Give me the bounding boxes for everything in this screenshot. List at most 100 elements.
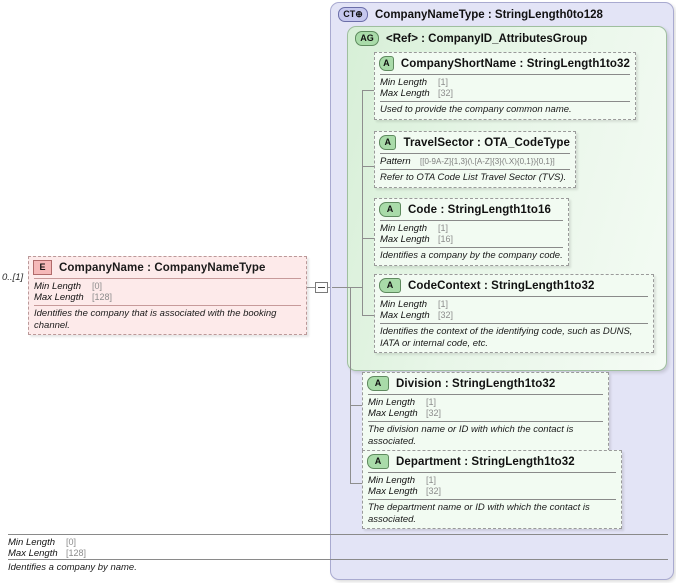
attribute-header: A Division : StringLength1to32	[363, 373, 608, 394]
facet-row: Max Length [32]	[368, 408, 603, 419]
element-icon: E	[33, 260, 52, 275]
attribute-title: CompanyShortName : StringLength1to32	[400, 57, 630, 70]
facet-value: [32]	[438, 310, 454, 320]
attribute-facets: Min Length [1] Max Length [32]	[368, 394, 603, 421]
facet-name: Min Length	[380, 299, 428, 310]
facet-row: Max Length [128]	[34, 292, 301, 303]
attribute-documentation: Refer to OTA Code List Travel Sector (TV…	[380, 169, 570, 187]
cardinality-label: 0..[1]	[2, 272, 24, 283]
complextype-facets: Min Length [0] Max Length [128]	[8, 534, 668, 559]
facet-row: Max Length [32]	[380, 88, 630, 99]
attribute-node-code[interactable]: A Code : StringLength1to16 Min Length [1…	[374, 198, 569, 266]
attribute-facets: Min Length [1] Max Length [32]	[368, 472, 616, 499]
complextype-header: CT⊕ CompanyNameType : StringLength0to128	[331, 3, 673, 24]
attribute-icon: A	[379, 56, 394, 71]
attribute-header: A Department : StringLength1to32	[363, 451, 621, 472]
attribute-icon: A	[367, 376, 389, 391]
attribute-documentation: Used to provide the company common name.	[380, 101, 630, 119]
facet-value: [16]	[438, 234, 454, 244]
tree-branch	[362, 315, 374, 316]
facet-value: [1]	[426, 475, 437, 485]
attribute-documentation: The division name or ID with which the c…	[368, 421, 603, 450]
facet-name: Max Length	[8, 548, 58, 559]
facet-row: Max Length [32]	[380, 310, 648, 321]
facet-row: Min Length [1]	[380, 299, 648, 310]
facet-name: Max Length	[380, 310, 430, 321]
attributegroup-header: AG <Ref> : CompanyID_AttributesGroup	[348, 27, 666, 48]
attribute-facets: Pattern [[0-9A-Z]{1,3}(\.[A-Z]{3}(\.X){0…	[380, 153, 570, 169]
element-facets: Min Length [0] Max Length [128]	[34, 278, 301, 305]
facet-value: [1]	[438, 77, 449, 87]
expand-collapse-toggle[interactable]	[315, 282, 328, 293]
attribute-header: A CodeContext : StringLength1to32	[375, 275, 653, 296]
attribute-documentation: The department name or ID with which the…	[368, 499, 616, 528]
tree-branch	[362, 166, 374, 167]
connector-line	[307, 287, 315, 288]
attribute-node-companyshortname[interactable]: A CompanyShortName : StringLength1to32 M…	[374, 52, 636, 120]
facet-row: Min Length [0]	[8, 537, 668, 548]
element-title: CompanyName : CompanyNameType	[59, 261, 266, 274]
element-header: E CompanyName : CompanyNameType	[29, 257, 306, 278]
facet-value: [1]	[426, 397, 437, 407]
attribute-icon: A	[379, 278, 401, 293]
facet-value: [[0-9A-Z]{1,3}(\.[A-Z]{3}(\.X){0,1}){0,1…	[420, 157, 555, 166]
facet-value: [128]	[66, 548, 87, 558]
facet-row: Max Length [32]	[368, 486, 616, 497]
facet-name: Max Length	[380, 88, 430, 99]
element-node-companyname[interactable]: E CompanyName : CompanyNameType Min Leng…	[28, 256, 307, 335]
facet-row: Min Length [1]	[368, 475, 616, 486]
attribute-icon: A	[367, 454, 389, 469]
facet-value: [0]	[66, 537, 77, 547]
facet-name: Max Length	[380, 234, 430, 245]
attribute-documentation: Identifies the context of the identifyin…	[380, 323, 648, 352]
facet-name: Min Length	[380, 223, 428, 234]
facet-name: Max Length	[34, 292, 84, 303]
complextype-footer: Min Length [0] Max Length [128] Identifi…	[8, 534, 668, 573]
element-documentation: Identifies the company that is associate…	[34, 305, 301, 334]
attribute-icon: A	[379, 202, 401, 217]
tree-branch	[332, 287, 350, 288]
attribute-title: CodeContext : StringLength1to32	[408, 279, 595, 292]
facet-value: [0]	[92, 281, 103, 291]
facet-value: [1]	[438, 299, 449, 309]
attribute-facets: Min Length [1] Max Length [32]	[380, 74, 630, 101]
attribute-facets: Min Length [1] Max Length [16]	[380, 220, 563, 247]
attribute-header: A Code : StringLength1to16	[375, 199, 568, 220]
attribute-title: Department : StringLength1to32	[396, 455, 575, 468]
attribute-node-codecontext[interactable]: A CodeContext : StringLength1to32 Min Le…	[374, 274, 654, 353]
attribute-header: A TravelSector : OTA_CodeType	[375, 132, 575, 153]
attribute-node-travelsector[interactable]: A TravelSector : OTA_CodeType Pattern [[…	[374, 131, 576, 188]
attribute-facets: Min Length [1] Max Length [32]	[380, 296, 648, 323]
facet-name: Min Length	[8, 537, 56, 548]
tree-branch	[362, 90, 374, 91]
facet-value: [128]	[92, 292, 113, 302]
facet-value: [32]	[438, 88, 454, 98]
attribute-icon: A	[379, 135, 397, 150]
facet-value: [32]	[426, 408, 442, 418]
facet-row: Min Length [1]	[368, 397, 603, 408]
attributegroup-title: <Ref> : CompanyID_AttributesGroup	[386, 32, 588, 45]
tree-branch	[350, 287, 362, 288]
attribute-header: A CompanyShortName : StringLength1to32	[375, 53, 635, 74]
facet-name: Max Length	[368, 408, 418, 419]
facet-row: Min Length [1]	[380, 77, 630, 88]
facet-name: Min Length	[368, 397, 416, 408]
attribute-title: TravelSector : OTA_CodeType	[403, 136, 570, 149]
facet-name: Min Length	[34, 281, 82, 292]
attribute-node-division[interactable]: A Division : StringLength1to32 Min Lengt…	[362, 372, 609, 451]
attributegroup-icon: AG	[355, 31, 379, 46]
tree-trunk	[350, 287, 351, 483]
facet-row: Min Length [1]	[380, 223, 563, 234]
attribute-title: Division : StringLength1to32	[396, 377, 556, 390]
attribute-title: Code : StringLength1to16	[408, 203, 551, 216]
facet-row: Pattern [[0-9A-Z]{1,3}(\.[A-Z]{3}(\.X){0…	[380, 156, 570, 167]
tree-branch	[362, 238, 374, 239]
facet-row: Max Length [16]	[380, 234, 563, 245]
complextype-icon: CT⊕	[338, 7, 368, 22]
attribute-node-department[interactable]: A Department : StringLength1to32 Min Len…	[362, 450, 622, 529]
facet-value: [1]	[438, 223, 449, 233]
complextype-documentation: Identifies a company by name.	[8, 559, 668, 573]
facet-row: Max Length [128]	[8, 548, 668, 559]
attribute-documentation: Identifies a company by the company code…	[380, 247, 563, 265]
